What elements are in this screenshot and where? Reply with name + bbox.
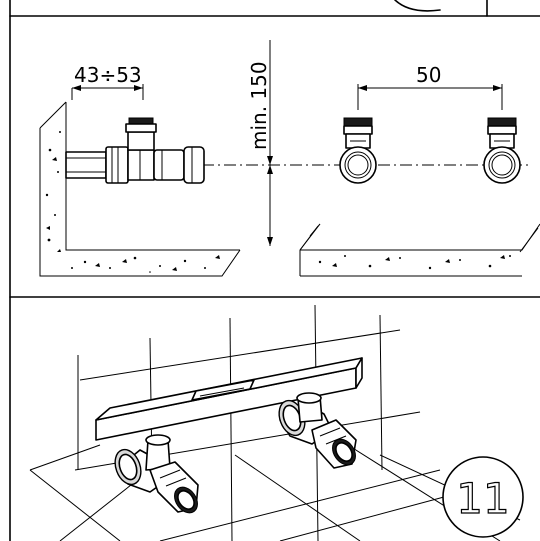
section-view: 43÷53 50 min. 150 [39,40,540,277]
dim-min-height-label: min. 150 [247,61,271,150]
dim-pipe-spacing: 50 [357,63,503,110]
dim-wall-distance-label: 43÷53 [74,63,142,87]
isometric-view: 11 [29,304,524,541]
valve-front-view-left [339,117,377,184]
valve-side-view [65,117,205,184]
spirit-level [95,357,363,441]
step-number-label: 11 [456,474,509,523]
concrete-speckle-right [318,255,511,270]
floor-slab-right [299,223,540,277]
step-number-badge: 11 [442,456,524,538]
slab-edge [299,225,539,253]
dim-wall-distance: 43÷53 [71,63,144,100]
dim-pipe-spacing-label: 50 [416,63,441,87]
dim-min-height: min. 150 [247,40,273,246]
page-frame [9,0,540,541]
concrete-speckle-left [45,131,220,273]
valve-iso-right [278,392,357,469]
valve-front-view-right [483,117,521,184]
valve-iso-left [114,434,199,514]
